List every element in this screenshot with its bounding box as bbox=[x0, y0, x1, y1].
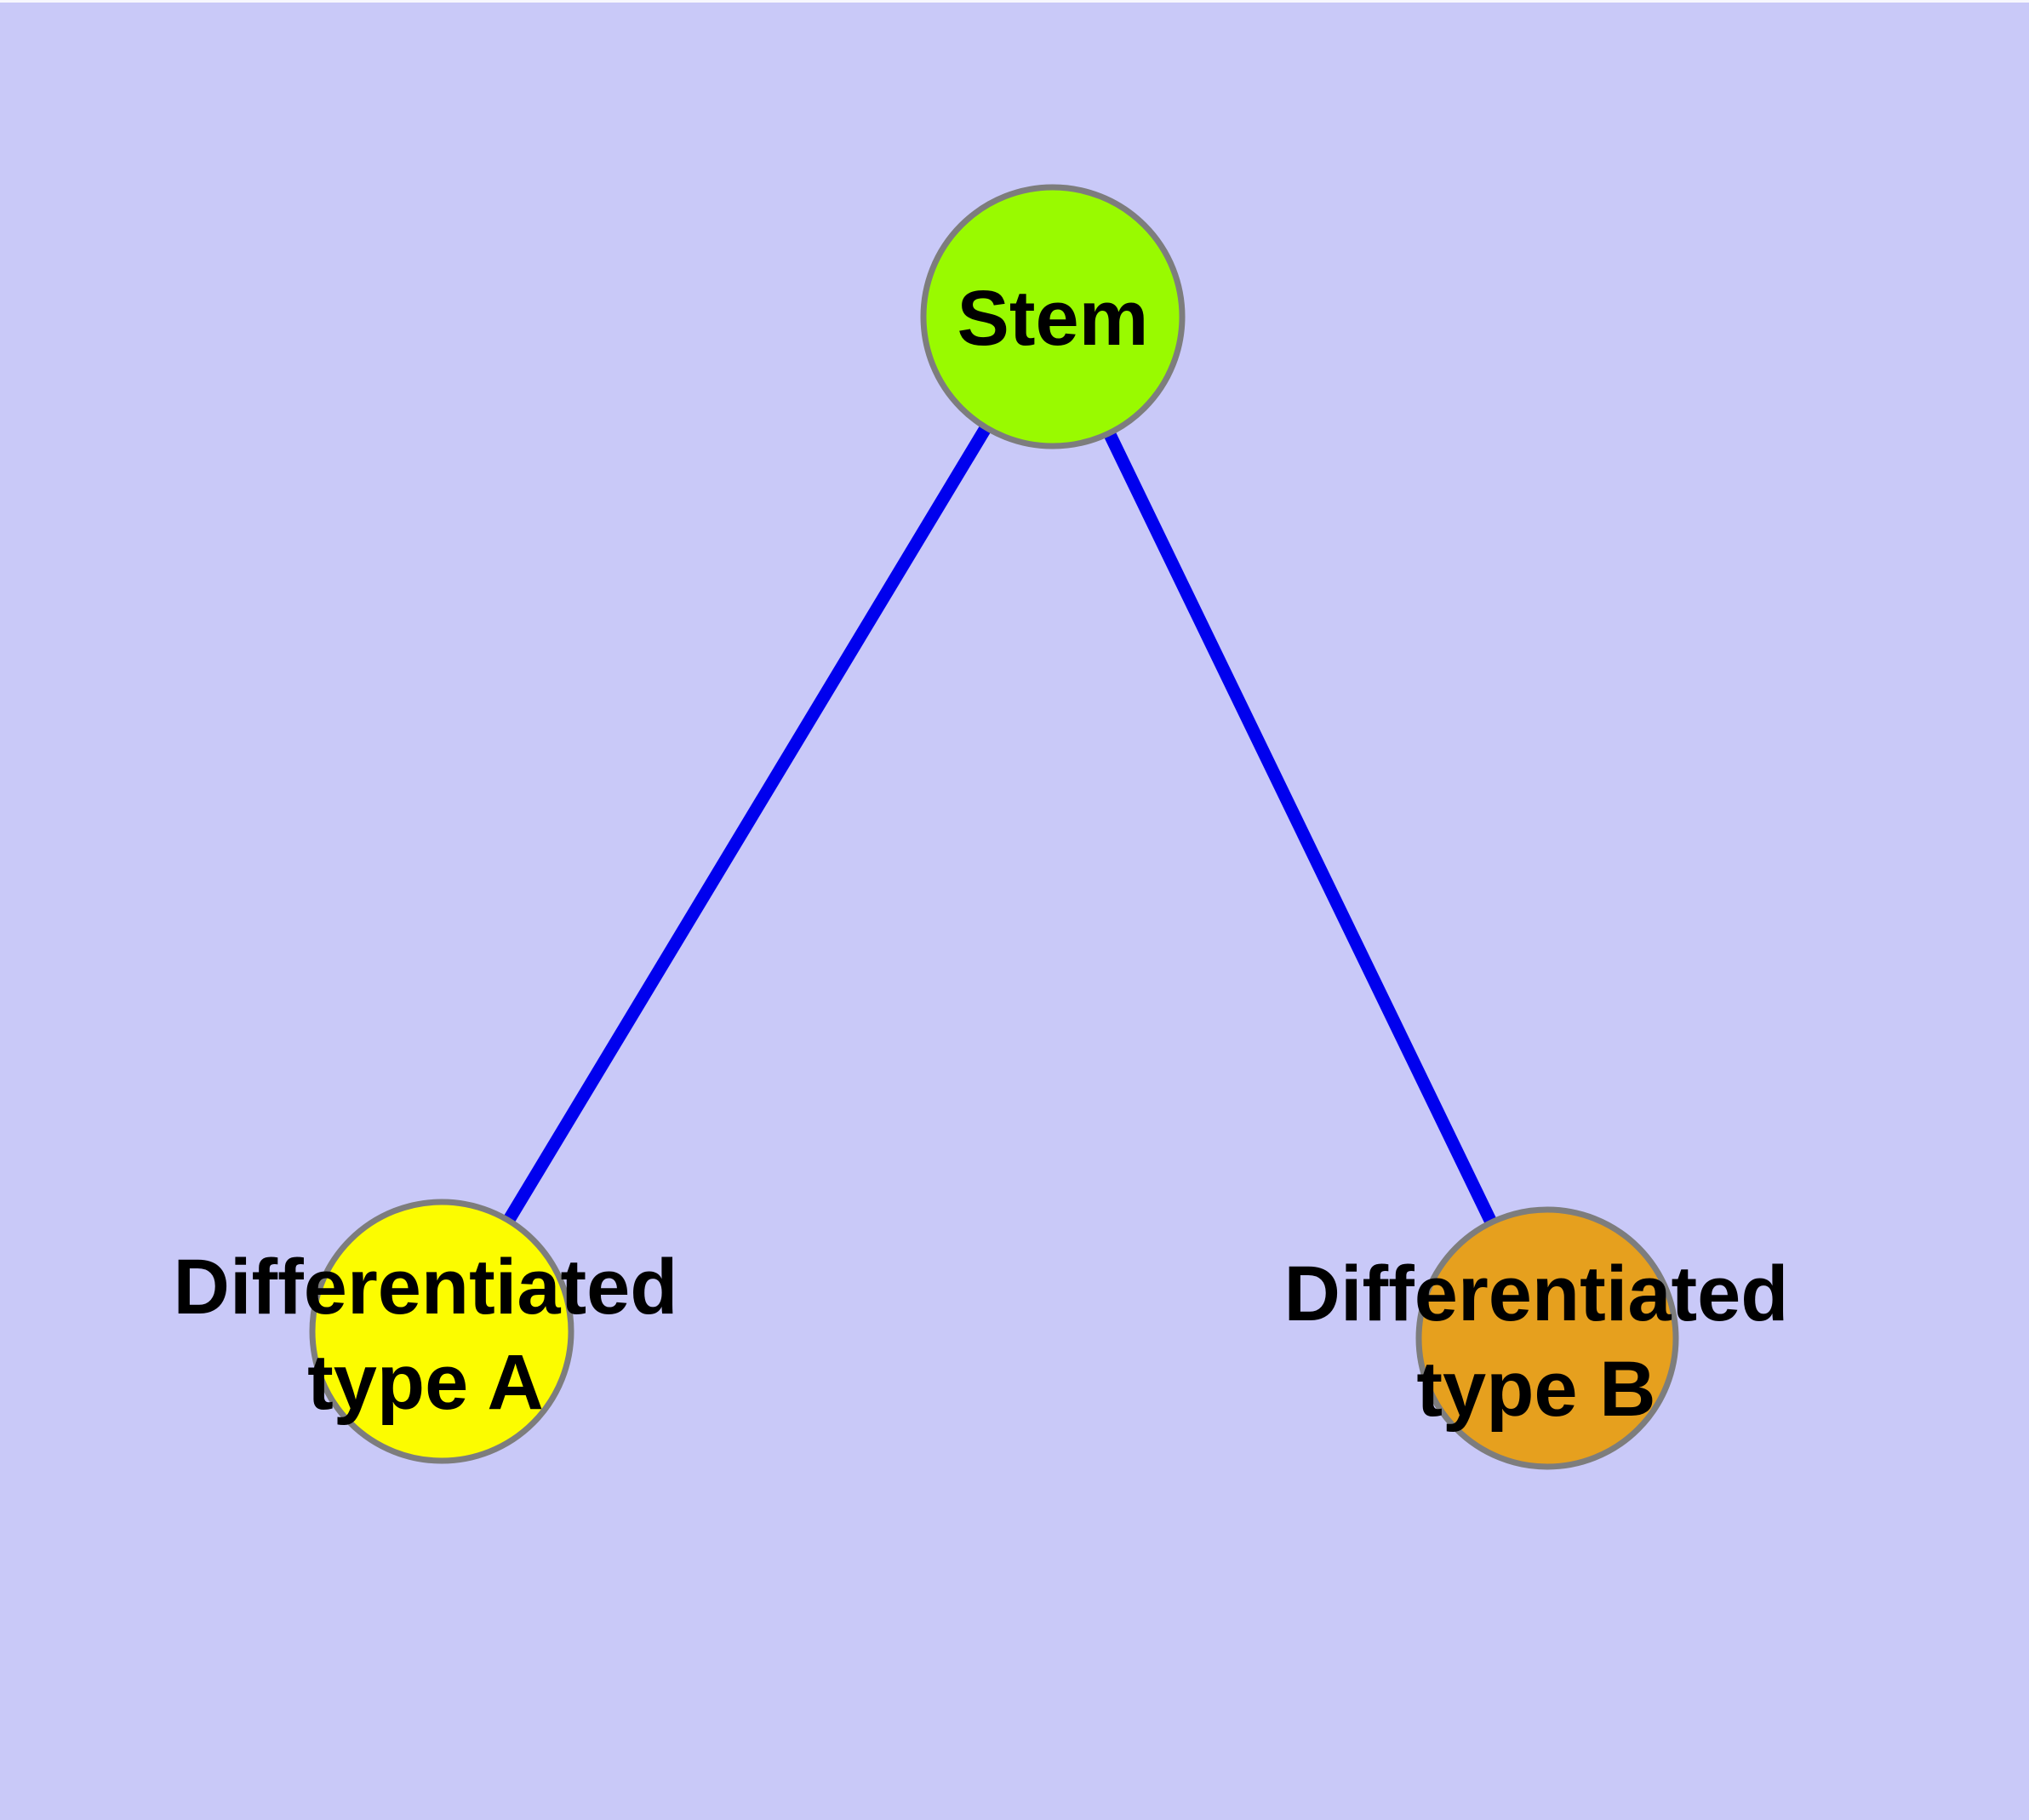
node-stem bbox=[920, 184, 1186, 449]
node-label-type-b-line2: type B bbox=[1416, 1346, 1655, 1433]
node-label-type-a-line1: Differentiated bbox=[174, 1244, 678, 1331]
node-label-stem: Stem bbox=[957, 275, 1149, 362]
edge-stem-to-type-a bbox=[436, 313, 1059, 1335]
node-label-type-b-line1: Differentiated bbox=[1284, 1251, 1789, 1337]
node-differentiated-type-b bbox=[1415, 1206, 1679, 1470]
edge-stem-to-type-b bbox=[1047, 313, 1553, 1342]
node-differentiated-type-a bbox=[309, 1199, 574, 1464]
window-top-edge bbox=[0, 0, 2029, 3]
node-label-type-a-line2: type A bbox=[307, 1339, 544, 1426]
